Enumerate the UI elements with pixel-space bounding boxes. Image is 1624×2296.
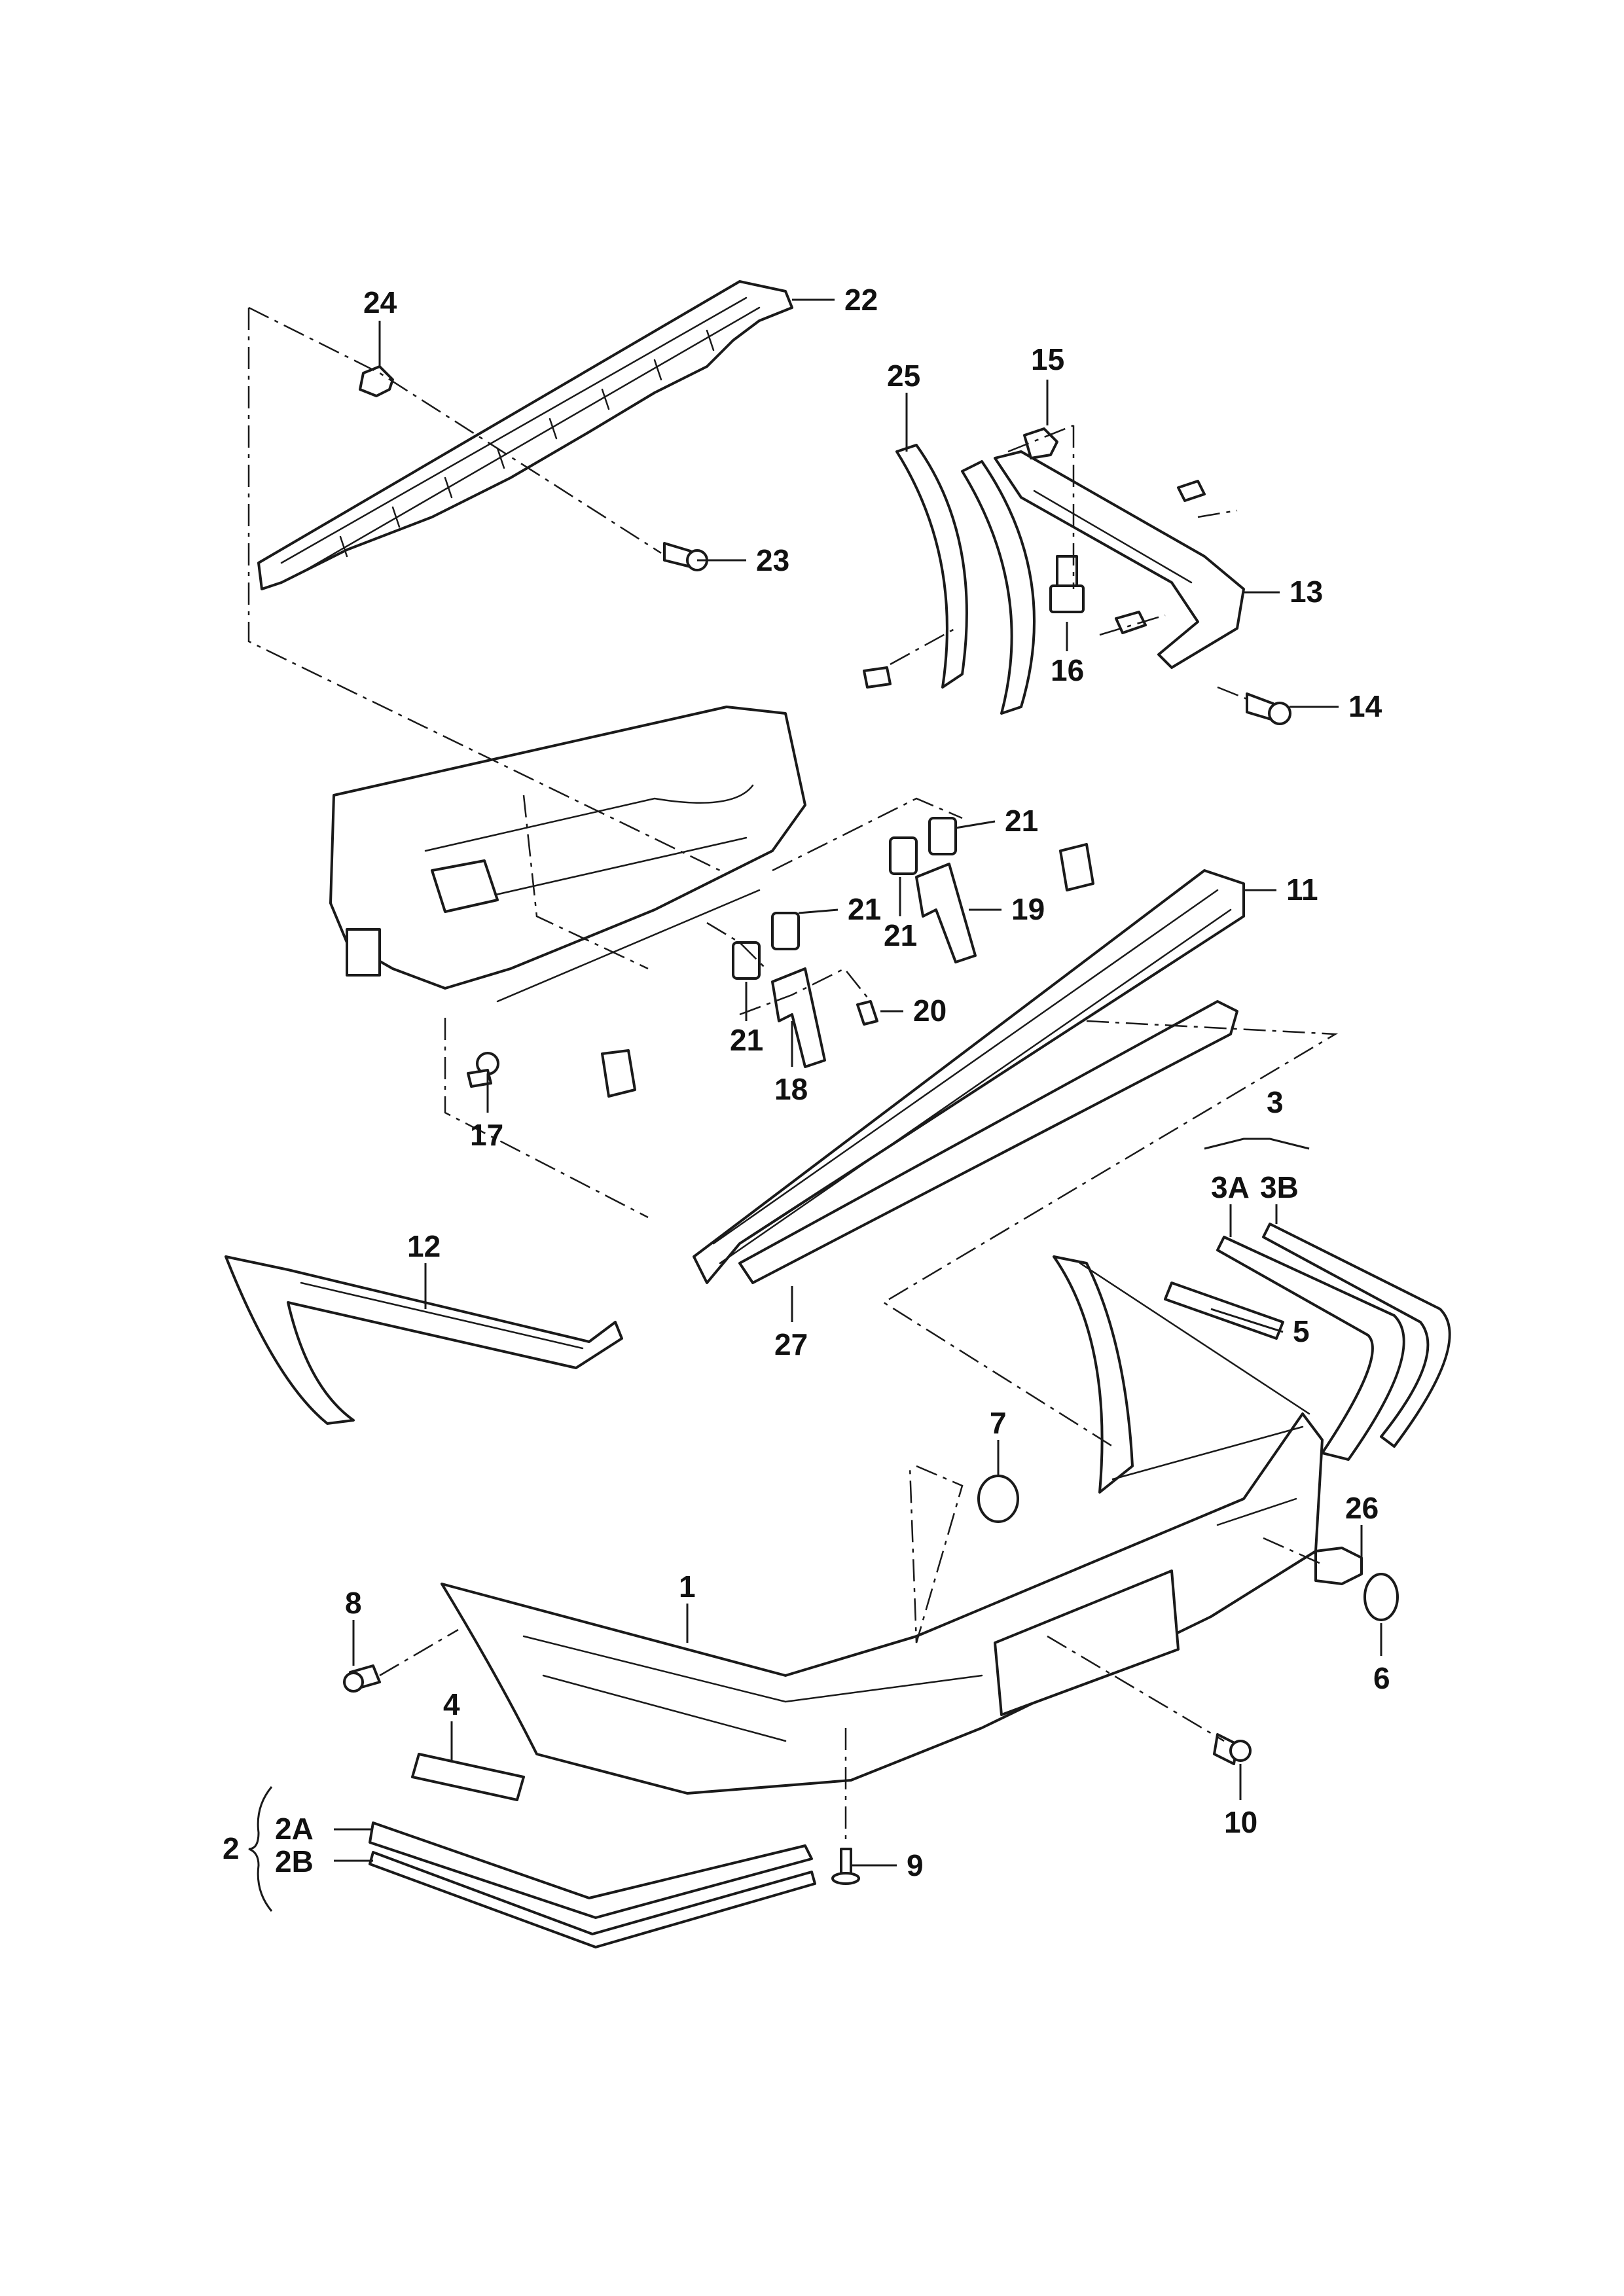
callout-21-top-right: 21 bbox=[1005, 804, 1038, 838]
part-16-clip bbox=[1049, 555, 1085, 613]
part-26-bulb-holder bbox=[1314, 1547, 1363, 1585]
part-1-bumper-cover bbox=[441, 1255, 1324, 1795]
callout-26: 26 bbox=[1345, 1491, 1379, 1525]
part-18-bracket bbox=[771, 967, 826, 1068]
callout-7: 7 bbox=[990, 1406, 1007, 1440]
callout-labels: 22 24 23 25 15 13 16 14 21 21 21 21 19 1… bbox=[223, 283, 1390, 1882]
callout-22: 22 bbox=[844, 283, 878, 317]
part-24-clip bbox=[359, 365, 394, 397]
callout-14: 14 bbox=[1348, 689, 1382, 723]
part-8-screw bbox=[343, 1664, 381, 1693]
callout-21-left: 21 bbox=[730, 1023, 763, 1057]
part-7-cap bbox=[977, 1475, 1019, 1523]
part-13-bracket bbox=[994, 450, 1245, 669]
part-12-arch-trim bbox=[225, 1255, 623, 1425]
part-25-screw bbox=[863, 666, 892, 689]
callout-21-middle: 21 bbox=[848, 892, 881, 926]
callout-3a: 3A bbox=[1211, 1170, 1250, 1204]
part-5-strip bbox=[1164, 1282, 1284, 1340]
bracket-screw bbox=[1115, 480, 1206, 634]
callout-10: 10 bbox=[1224, 1805, 1257, 1839]
part-11-reinforcement-beam bbox=[601, 843, 1245, 1284]
part-20-screw bbox=[856, 1000, 878, 1026]
part-22-absorber-strip bbox=[257, 280, 793, 590]
callout-18: 18 bbox=[774, 1072, 808, 1106]
part-19-bracket bbox=[915, 863, 977, 963]
part-25-side-strip bbox=[895, 444, 1036, 715]
callout-3: 3 bbox=[1267, 1085, 1284, 1119]
callout-27: 27 bbox=[774, 1327, 808, 1361]
part-10-screw bbox=[1213, 1733, 1252, 1765]
part-27-absorber bbox=[738, 1000, 1238, 1284]
callout-2b: 2B bbox=[275, 1844, 314, 1878]
callout-20: 20 bbox=[913, 994, 947, 1028]
vehicle-rear-body bbox=[329, 706, 806, 1003]
callout-21-lower: 21 bbox=[884, 918, 917, 952]
callout-6: 6 bbox=[1373, 1661, 1390, 1695]
callout-15: 15 bbox=[1031, 342, 1064, 376]
callout-25: 25 bbox=[887, 359, 920, 393]
part-17-screw bbox=[467, 1052, 499, 1088]
callout-2a: 2A bbox=[275, 1812, 314, 1846]
callout-24: 24 bbox=[363, 285, 397, 319]
callout-11: 11 bbox=[1286, 872, 1318, 906]
callout-17: 17 bbox=[470, 1118, 503, 1152]
part-21-spacers bbox=[732, 817, 957, 980]
part-23-screw bbox=[663, 542, 708, 571]
part-3a-trim-strip bbox=[1216, 1236, 1405, 1461]
part-2a-trim-strip bbox=[369, 1821, 813, 1919]
callout-16: 16 bbox=[1051, 653, 1084, 687]
callout-13: 13 bbox=[1290, 575, 1323, 609]
callout-19: 19 bbox=[1011, 892, 1045, 926]
callout-12: 12 bbox=[407, 1229, 441, 1263]
callout-5: 5 bbox=[1293, 1314, 1310, 1348]
callout-2: 2 bbox=[223, 1831, 240, 1865]
part-6-cap bbox=[1363, 1573, 1399, 1621]
callout-1: 1 bbox=[679, 1570, 696, 1604]
callout-8: 8 bbox=[345, 1586, 362, 1620]
callout-3b: 3B bbox=[1260, 1170, 1299, 1204]
callout-23: 23 bbox=[756, 543, 789, 577]
assembly-lines bbox=[247, 306, 1339, 1846]
part-14-screw bbox=[1246, 692, 1291, 725]
part-4-strip bbox=[411, 1753, 525, 1801]
callout-9: 9 bbox=[907, 1848, 924, 1882]
callout-4: 4 bbox=[443, 1687, 460, 1721]
leader-lines bbox=[248, 298, 1382, 1912]
part-2b-trim-strip bbox=[369, 1851, 816, 1948]
part-9-screw bbox=[831, 1848, 860, 1885]
part-3b-trim-strip bbox=[1262, 1223, 1451, 1448]
